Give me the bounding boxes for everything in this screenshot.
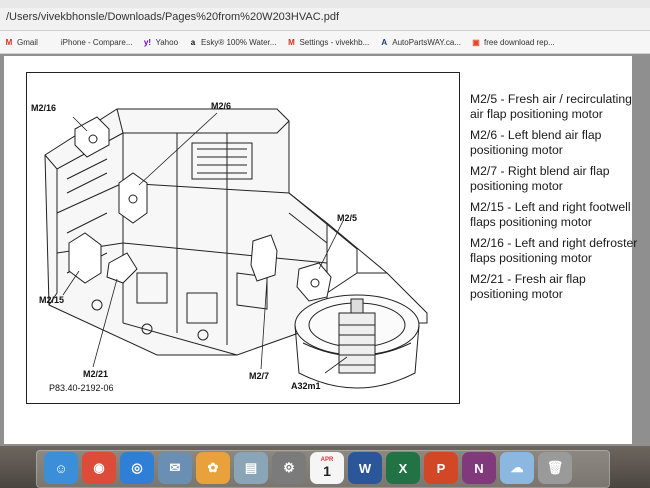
powerpoint-icon[interactable]: P — [424, 452, 458, 484]
bookmark-label: Yahoo — [155, 37, 179, 47]
bookmark-label: iPhone - Compare... — [60, 37, 133, 47]
mail-icon[interactable]: ✉ — [158, 452, 192, 484]
trash-icon[interactable]: 🗑 — [538, 452, 572, 484]
bookmark-5[interactable]: A AutoPartsWAY.ca... — [379, 37, 461, 47]
pdf-page: M2/16 M2/6 M2/5 M2/15 M2/21 M2/7 A32m1 P… — [4, 56, 637, 444]
legend-item: M2/21 - Fresh air flap positioning motor — [470, 272, 586, 301]
bookmark-label: Gmail — [17, 37, 38, 47]
bookmark-3[interactable]: a Esky® 100% Water... — [188, 37, 277, 47]
chrome-icon[interactable]: ◉ — [82, 452, 116, 484]
bookmark-label: Esky® 100% Water... — [201, 37, 277, 47]
legend-item: M2/7 - Right blend air flap positioning … — [470, 164, 610, 193]
onenote-icon[interactable]: N — [462, 452, 496, 484]
system-preferences-icon[interactable]: ⚙ — [272, 452, 306, 484]
callout-m2-5: M2/5 — [337, 213, 358, 223]
pdf-icon: ▣ — [472, 37, 480, 47]
bookmarks-bar: M Gmail iPhone - Compare... y!Yahoo a Esky® 1… — [0, 31, 650, 54]
calendar-day: 1 — [323, 463, 331, 479]
callout-m2-15: M2/15 — [39, 295, 65, 305]
gmail-icon: M — [288, 37, 295, 47]
hvac-unit-drawing — [44, 108, 428, 389]
autoparts-icon: A — [381, 37, 388, 47]
callout-m2-7: M2/7 — [249, 371, 270, 381]
yahoo-icon: y! — [143, 37, 152, 47]
bookmark-6[interactable]: ▣ free download rep... — [471, 37, 555, 47]
bookmark-2[interactable]: y!Yahoo — [142, 37, 178, 47]
callout-a32m1: A32m1 — [291, 381, 321, 391]
diagram-code: P83.40-2192-06 — [49, 383, 114, 393]
legend-item: M2/15 - Left and right footwell flaps po… — [470, 200, 631, 229]
finder-icon[interactable]: ☺ — [44, 452, 78, 484]
tab-strip — [0, 0, 650, 8]
callout-m2-6: M2/6 — [211, 101, 232, 111]
bookmark-4[interactable]: M Settings - vivekhb... — [286, 37, 369, 47]
icloud-icon[interactable]: ☁ — [500, 452, 534, 484]
preview-icon[interactable]: ▤ — [234, 452, 268, 484]
pdf-viewer: M2/16 M2/6 M2/5 M2/15 M2/21 M2/7 A32m1 P… — [0, 54, 650, 446]
bookmark-0[interactable]: M Gmail — [4, 37, 38, 47]
address-bar[interactable]: /Users/vivekbhonsle/Downloads/Pages%20fr… — [0, 8, 650, 31]
safari-icon[interactable]: ◎ — [120, 452, 154, 484]
hvac-diagram: M2/16 M2/6 M2/5 M2/15 M2/21 M2/7 A32m1 P… — [26, 72, 460, 404]
legend-item: M2/16 - Left and right defroster flaps p… — [470, 236, 638, 265]
bookmark-label: AutoPartsWAY.ca... — [392, 37, 462, 47]
bookmark-label: Settings - vivekhb... — [299, 37, 370, 47]
word-icon[interactable]: W — [348, 452, 382, 484]
callout-m2-21: M2/21 — [83, 369, 109, 379]
gmail-icon: M — [5, 37, 13, 47]
legend-item: M2/6 - Left blend air flap positioning m… — [470, 128, 602, 157]
apple-icon — [48, 37, 58, 47]
bookmark-1[interactable]: iPhone - Compare... — [48, 37, 133, 47]
bookmark-label: free download rep... — [484, 37, 555, 47]
excel-icon[interactable]: X — [386, 452, 420, 484]
photos-icon[interactable]: ✿ — [196, 452, 230, 484]
legend: M2/5 - Fresh air / recirculating air fla… — [470, 92, 645, 308]
url-text[interactable]: /Users/vivekbhonsle/Downloads/Pages%20fr… — [6, 11, 340, 23]
legend-item: M2/5 - Fresh air / recirculating air fla… — [470, 92, 632, 121]
calendar-month: APR — [320, 457, 334, 463]
amazon-icon: a — [190, 37, 196, 47]
callout-m2-16: M2/16 — [31, 103, 57, 113]
